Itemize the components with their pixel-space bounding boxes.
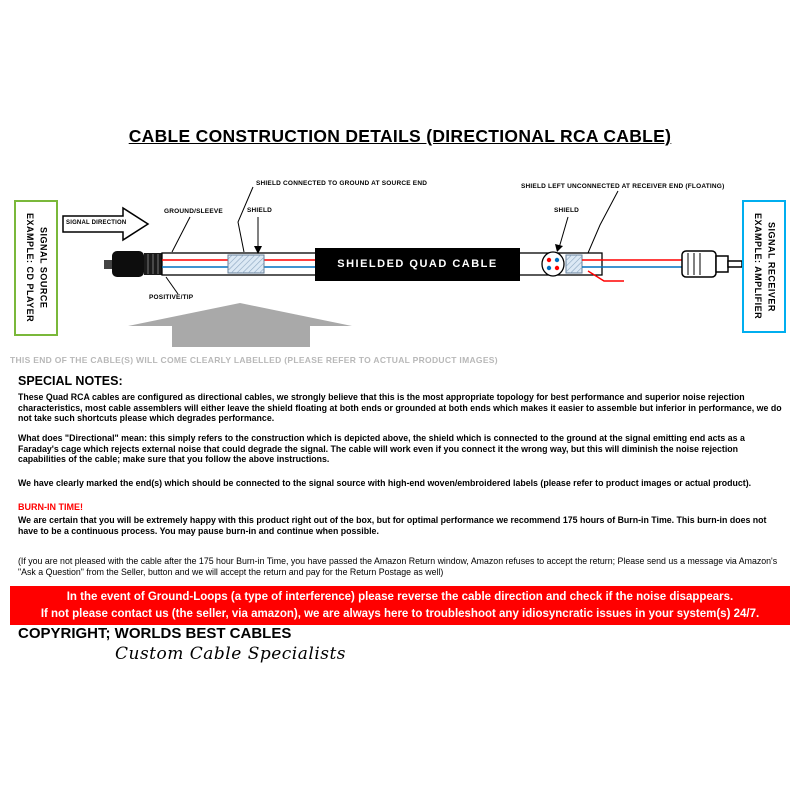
ground-loop-banner: In the event of Ground-Loops (a type of … [10, 586, 790, 626]
shield-left-label: SHIELD [247, 207, 273, 214]
labelled-end-note: THIS END OF THE CABLE(S) WILL COME CLEAR… [10, 355, 498, 365]
banner-line-2: If not please contact us (the seller, vi… [40, 607, 760, 620]
signal-source-box: SIGNAL SOURCE EXAMPLE: CD PLAYER [14, 200, 58, 336]
ground-sleeve-label: GROUND/SLEEVE [164, 208, 223, 215]
burn-in-return-paragraph: (If you are not pleased with the cable a… [18, 556, 778, 577]
up-arrow [128, 303, 352, 347]
shield-right-label: SHIELD [554, 207, 580, 214]
page-title: CABLE CONSTRUCTION DETAILS (DIRECTIONAL … [128, 126, 672, 146]
shield-connected-label: SHIELD CONNECTED TO GROUND AT SOURCE END [256, 180, 428, 187]
signal-receiver-box: SIGNAL RECEIVER EXAMPLE: AMPLIFIER [742, 200, 786, 333]
banner-line-1: In the event of Ground-Loops (a type of … [66, 591, 734, 603]
shielded-quad-cable-label: SHIELDED QUAD CABLE [315, 248, 520, 281]
cable-cross-section [541, 251, 682, 282]
burn-in-heading: BURN-IN TIME! [18, 502, 83, 512]
special-notes-paragraph: What does "Directional" mean: this simpl… [18, 433, 745, 465]
tagline-text: Custom Cable Specialists [115, 644, 347, 664]
special-notes-paragraph: These Quad RCA cables are configured as … [18, 392, 782, 424]
burn-in-paragraph: We are certain that you will be extremel… [18, 515, 767, 536]
rca-connector-right [681, 250, 743, 278]
shield-floating-label: SHIELD LEFT UNCONNECTED AT RECEIVER END … [521, 183, 725, 190]
positive-tip-label: POSITIVE/TIP [149, 294, 194, 301]
cable-construction-diagram: SIGNAL SOURCE EXAMPLE: CD PLAYER SIGNAL … [0, 170, 800, 355]
signal-direction-label: SIGNAL DIRECTION [66, 220, 127, 226]
signal-direction-arrow [62, 206, 150, 242]
special-notes-heading: SPECIAL NOTES: [18, 374, 123, 388]
rca-connector-left [104, 251, 162, 277]
copyright-text: COPYRIGHT; WORLDS BEST CABLES [18, 625, 292, 642]
annotation-lines [165, 186, 619, 295]
special-notes-paragraph: We have clearly marked the end(s) which … [18, 478, 752, 488]
